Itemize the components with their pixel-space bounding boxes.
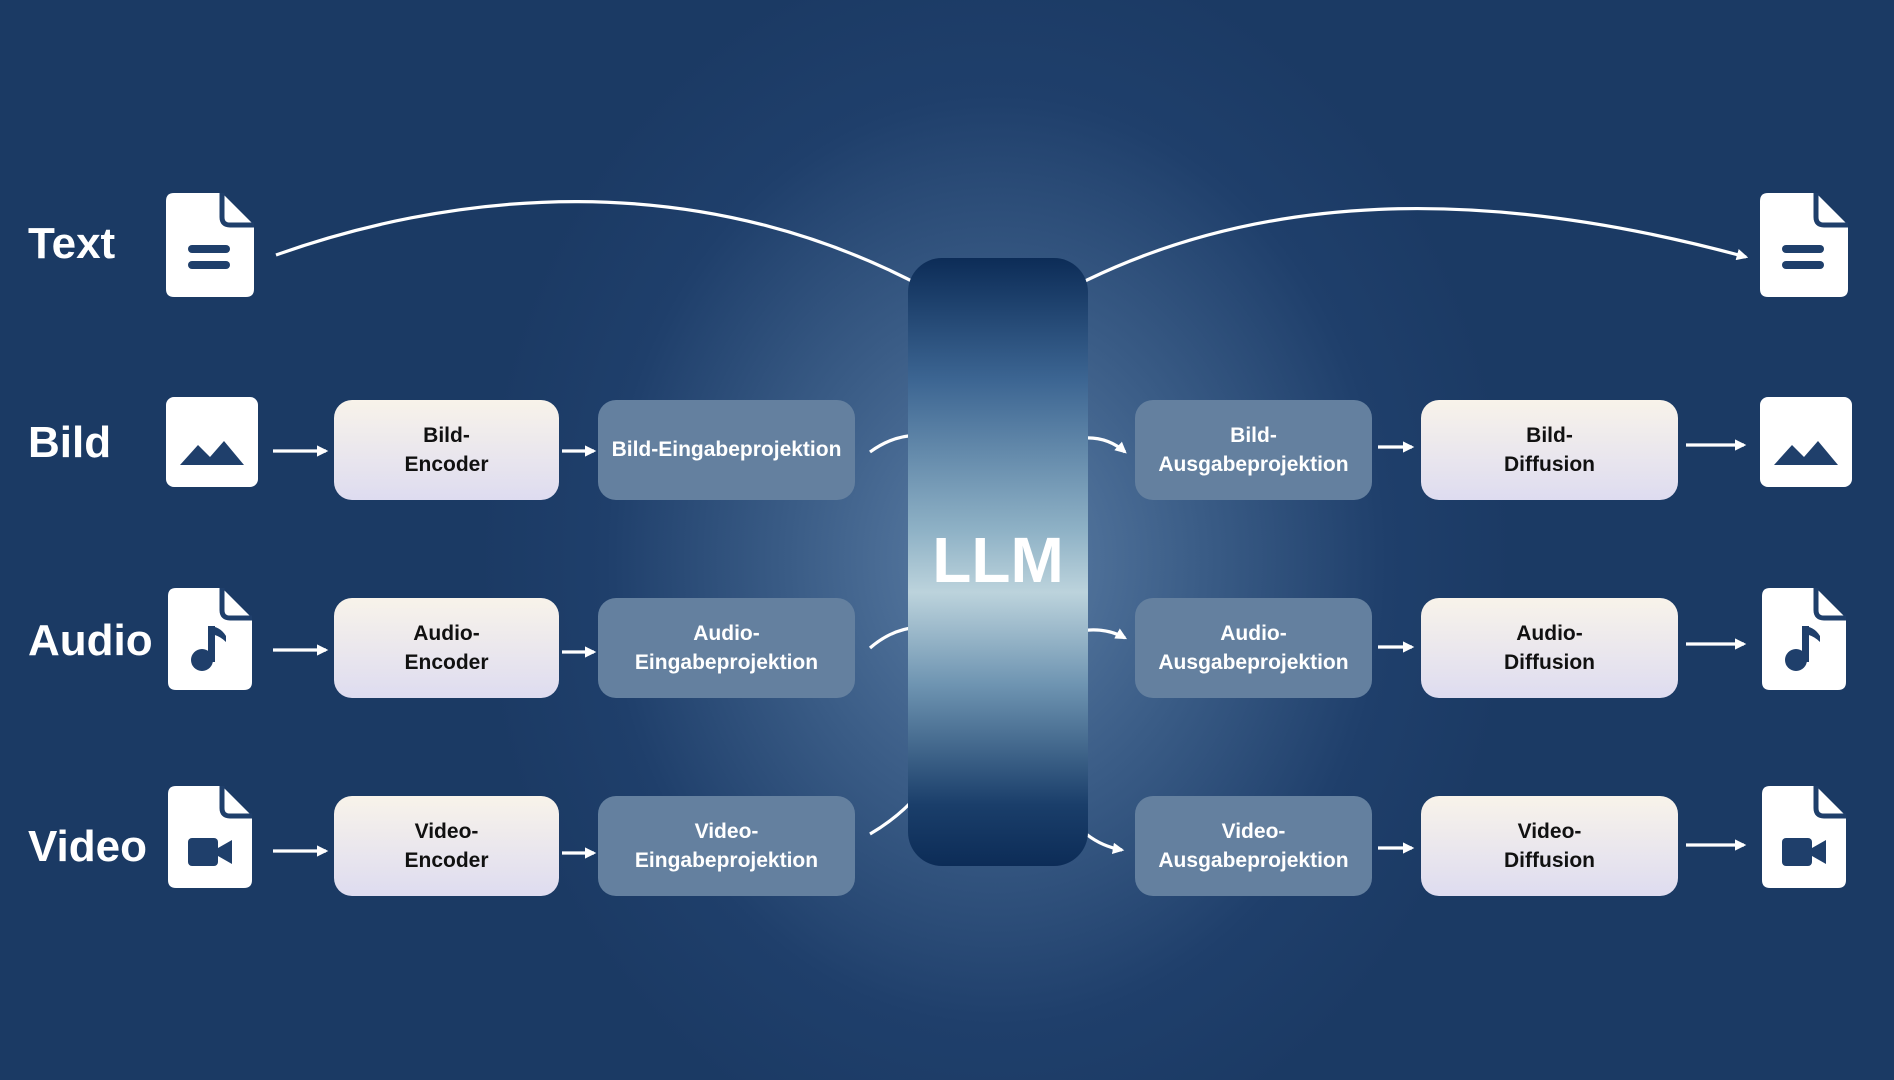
- arrow-llm-to-text-output: [1034, 207, 1749, 310]
- image-encoder-box: Bild- Encoder: [334, 400, 559, 500]
- image-icon: [166, 397, 258, 492]
- llm-label: LLM: [932, 524, 1064, 596]
- document-music-icon: [1762, 588, 1846, 695]
- image-icon: [1760, 397, 1852, 492]
- llm-block: [908, 258, 1088, 866]
- document-video-icon: [1762, 786, 1846, 893]
- audio-encoder-box: Audio- Encoder: [334, 598, 559, 698]
- document-text-icon: [1760, 193, 1848, 302]
- image-output-projection-box: Bild- Ausgabeprojektion: [1135, 400, 1372, 500]
- video-diffusion-box: Video- Diffusion: [1421, 796, 1678, 896]
- row-label-audio: Audio: [28, 616, 153, 665]
- image-input-projection-box: Bild-Eingabeprojektion: [598, 400, 855, 500]
- audio-input-projection-box: Audio- Eingabeprojektion: [598, 598, 855, 698]
- video-input-projection-box: Video- Eingabeprojektion: [598, 796, 855, 896]
- video-encoder-box: Video- Encoder: [334, 796, 559, 896]
- image-diffusion-box: Bild- Diffusion: [1421, 400, 1678, 500]
- row-label-text: Text: [28, 219, 116, 268]
- document-text-icon: [166, 193, 254, 302]
- video-output-projection-box: Video- Ausgabeprojektion: [1135, 796, 1372, 896]
- row-label-image: Bild: [28, 418, 112, 467]
- row-label-video: Video: [28, 822, 148, 871]
- audio-output-projection-box: Audio- Ausgabeprojektion: [1135, 598, 1372, 698]
- document-music-icon: [168, 588, 252, 695]
- arrow-text-input-to-llm: [275, 200, 962, 310]
- audio-diffusion-box: Audio- Diffusion: [1421, 598, 1678, 698]
- document-video-icon: [168, 786, 252, 893]
